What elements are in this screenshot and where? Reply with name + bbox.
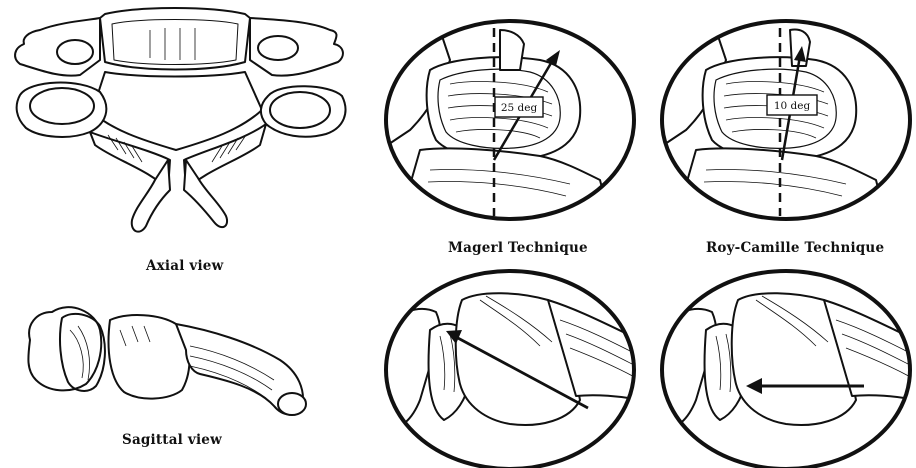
roy-camille-axial-panel: 10 deg bbox=[656, 21, 910, 220]
axial-vertebra-illustration bbox=[15, 8, 345, 232]
magerl-angle-label: 25 deg bbox=[501, 102, 538, 114]
axial-view-caption: Axial view bbox=[146, 258, 223, 274]
magerl-sagittal-panel bbox=[380, 271, 640, 468]
magerl-axial-panel: 25 deg bbox=[380, 21, 634, 220]
roy-camille-angle-label: 10 deg bbox=[774, 100, 811, 112]
magerl-technique-caption: Magerl Technique bbox=[448, 240, 588, 256]
roy-camille-sagittal-panel bbox=[656, 271, 916, 468]
sagittal-spine-illustration bbox=[28, 307, 306, 415]
sagittal-view-caption: Sagittal view bbox=[122, 432, 222, 448]
roy-camille-technique-caption: Roy-Camille Technique bbox=[706, 240, 884, 256]
